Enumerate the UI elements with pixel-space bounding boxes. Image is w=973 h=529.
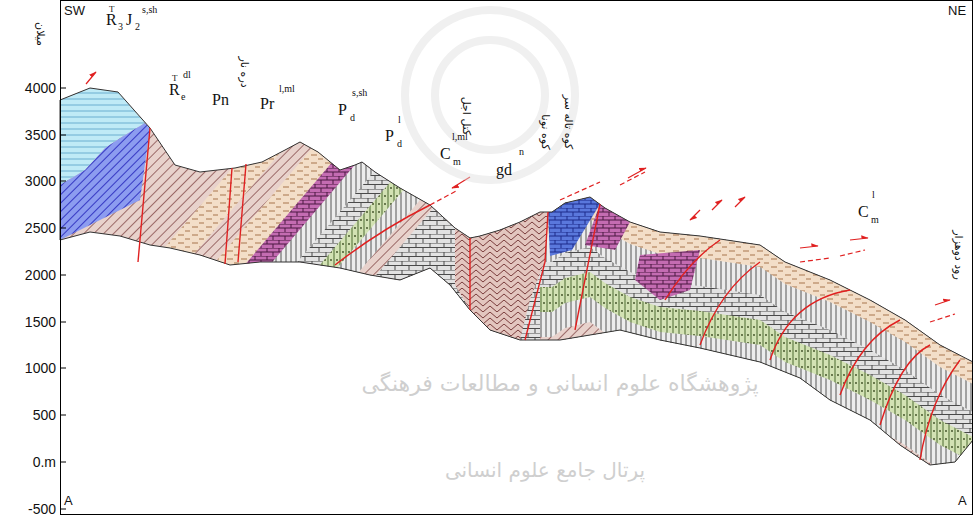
formation-symbol: J <box>126 12 132 28</box>
place-name: رود دوهزار <box>953 230 964 279</box>
formation-symbol: d <box>350 113 355 123</box>
axis-tick-label: 3500 <box>25 128 56 142</box>
formation-symbol: e <box>181 92 185 102</box>
place-name: کوه نونا <box>540 114 551 149</box>
faults <box>138 128 960 460</box>
watermark-logo <box>405 10 575 180</box>
formation-symbol: 2 <box>135 22 140 32</box>
watermark: پرتال جامع علوم انسانی <box>445 460 645 480</box>
formation-symbol: l,ml <box>279 84 295 94</box>
formation-symbol: l <box>872 190 875 200</box>
formation-symbol: Pr <box>260 96 274 112</box>
place-name: دره نار <box>239 56 250 87</box>
direction-label: SW <box>64 4 85 17</box>
section-end-label: A <box>958 494 967 507</box>
formation-symbol: dl <box>183 70 191 80</box>
axis-tick-label: -500 <box>28 502 56 516</box>
formation-symbol: s,sh <box>142 5 157 15</box>
watermark: پژوهشگاه علوم انسانی و مطالعات فرهنگی <box>361 373 758 395</box>
axis-tick-label: 2000 <box>25 268 56 282</box>
axis-tick-label: 2500 <box>25 221 56 235</box>
formation-symbol: C <box>440 146 451 162</box>
formation-symbol: 3 <box>118 22 123 32</box>
axis-tick-label: 3000 <box>25 174 56 188</box>
formation-symbol: l <box>398 115 401 125</box>
formation-symbol: C <box>858 204 869 220</box>
place-name: کتل اجل <box>461 97 472 136</box>
place-name: میلان <box>35 22 46 46</box>
formation-symbol: P <box>338 102 347 118</box>
formation-symbol: d <box>397 139 402 149</box>
formation-symbol: Pn <box>212 92 229 108</box>
formation-symbol: R <box>169 82 180 98</box>
formation-symbol: m <box>871 215 879 225</box>
axis-tick-label: 500 <box>33 408 56 422</box>
section-end-label: A <box>64 494 73 507</box>
place-name: کوه تاله سر <box>563 95 574 150</box>
formation-symbol: R <box>106 12 117 28</box>
axis-tick-label: 1500 <box>25 315 56 329</box>
formation-symbol: gd <box>496 162 512 178</box>
formation-symbol: s,sh <box>352 88 367 98</box>
formation-symbol: m <box>453 157 461 167</box>
formation-symbol: P <box>385 128 394 144</box>
direction-label: NE <box>948 4 966 17</box>
axis-tick-label: 1000 <box>25 361 56 375</box>
axis-tick-label: 0.m <box>33 455 56 469</box>
formation-symbol: n <box>519 147 524 157</box>
axis-tick-label: 4000 <box>25 81 56 95</box>
fault-motion-arrows <box>86 72 955 322</box>
frame <box>60 1 973 515</box>
